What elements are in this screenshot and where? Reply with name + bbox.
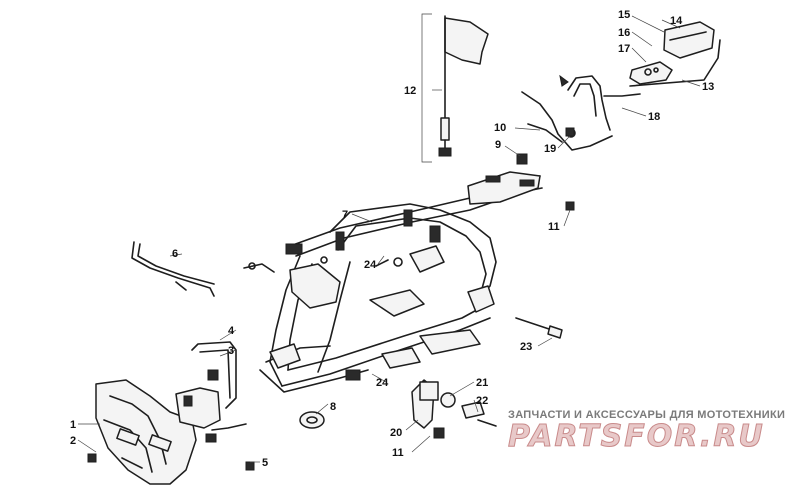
callout-4: 4	[228, 325, 235, 337]
bolt	[515, 317, 563, 339]
side-rail	[131, 241, 275, 297]
callout-17: 17	[618, 43, 630, 55]
callout-12: 12	[404, 85, 416, 97]
callout-1: 1	[70, 419, 76, 431]
lower-bracket	[411, 379, 497, 439]
watermark-tagline: ЗАПЧАСТИ И АКСЕССУАРЫ ДЛЯ МОТОТЕХНИКИ	[508, 409, 785, 421]
callout-24-upper: 24	[364, 259, 377, 271]
nut	[516, 153, 528, 165]
callout-22: 22	[476, 395, 488, 407]
screw	[565, 201, 575, 211]
callout-15: 15	[618, 9, 630, 21]
screw	[245, 461, 255, 471]
callout-9: 9	[495, 139, 501, 151]
front-bracket	[175, 341, 247, 443]
callout-labels: 1 2 3 4 5 6 7 8 9 10 11 11 12 13 14 15 1…	[70, 9, 714, 469]
callout-24-lower: 24	[376, 377, 389, 389]
callout-5: 5	[262, 457, 268, 469]
callout-19: 19	[544, 143, 556, 155]
callout-23: 23	[520, 341, 532, 353]
callout-14: 14	[670, 15, 683, 27]
screw	[87, 453, 97, 463]
callout-10: 10	[494, 122, 506, 134]
callout-8: 8	[330, 401, 336, 413]
watermark-logo: PARTSFOR.RU	[508, 419, 765, 454]
callout-11-lower: 11	[392, 447, 404, 459]
leader-lines	[77, 15, 701, 463]
callout-7: 7	[342, 209, 348, 221]
callout-13: 13	[702, 81, 714, 93]
rear-seat-pad	[629, 21, 721, 87]
callout-2: 2	[70, 435, 76, 447]
bearing	[299, 411, 325, 429]
callout-11-upper: 11	[548, 221, 560, 233]
callout-18: 18	[648, 111, 660, 123]
rear-rack	[521, 74, 641, 151]
callout-16: 16	[618, 27, 630, 39]
main-frame	[259, 171, 543, 393]
flag-assembly-box	[421, 13, 489, 163]
nut	[565, 127, 575, 137]
callout-21: 21	[476, 377, 488, 389]
callout-20: 20	[390, 427, 402, 439]
callout-6: 6	[172, 248, 178, 260]
watermark: ЗАПЧАСТИ И АКСЕССУАРЫ ДЛЯ МОТОТЕХНИКИ PA…	[508, 409, 785, 455]
front-bumper	[95, 379, 197, 485]
callout-3: 3	[228, 345, 234, 357]
